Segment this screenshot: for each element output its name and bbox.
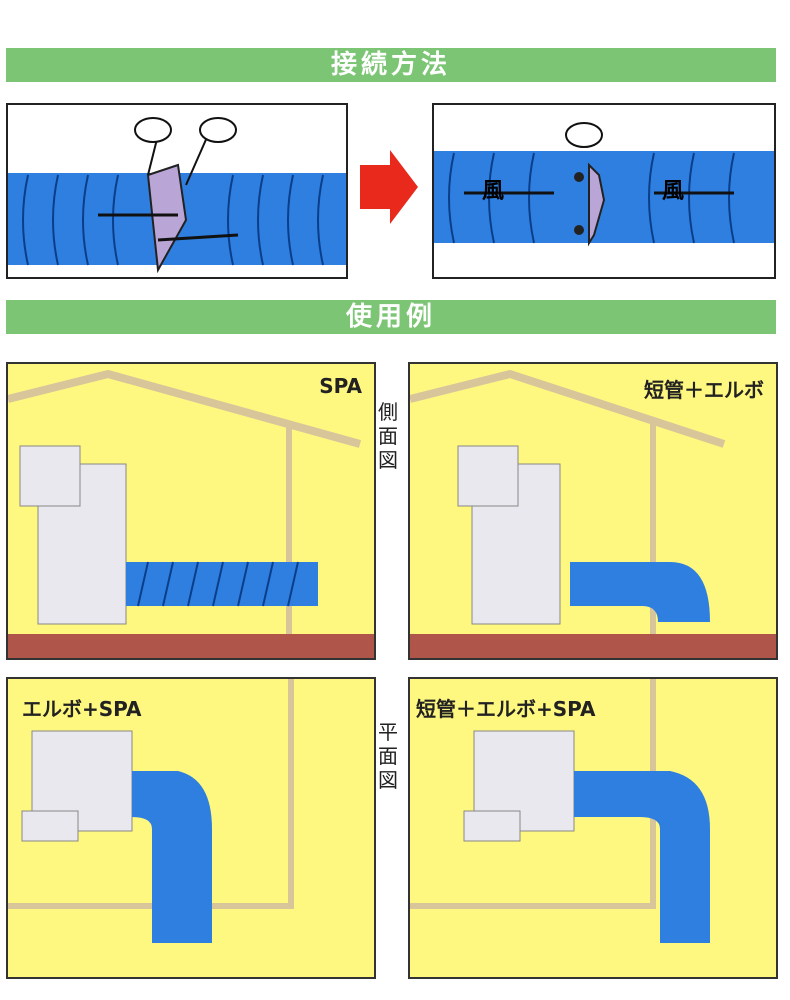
connection-method-banner: 接続方法	[6, 48, 776, 82]
wind-label-left: 風	[482, 179, 505, 204]
plan-elbow-spa-label: エルボ+SPA	[22, 697, 142, 721]
side-view-short-elbow-illustration	[410, 370, 776, 658]
duct-joining-illustration	[8, 117, 346, 274]
wind-label-right: 風	[662, 179, 685, 204]
side-view-short-elbow-panel: 短管＋エルボ	[408, 362, 778, 660]
plan-short-elbow-spa-label: 短管＋エルボ+SPA	[416, 697, 596, 721]
plan-view-short-elbow-spa-illustration	[410, 679, 710, 943]
joined-duct-illustration	[434, 122, 774, 247]
side-view-spa-illustration	[8, 370, 374, 658]
usage-example-banner: 使用例	[6, 300, 776, 334]
plan-view-elbow-spa-illustration	[8, 679, 294, 943]
plan-view-elbow-spa-panel: エルボ+SPA	[6, 677, 376, 979]
connection-step-2: 風 風	[432, 103, 776, 279]
side-view-label: 側 面 図	[378, 400, 398, 472]
connection-step-1	[6, 103, 348, 279]
usage-example-title: 使用例	[345, 302, 436, 332]
plan-view-label: 平 面 図	[378, 720, 398, 792]
plan-view-short-elbow-spa-panel: 短管＋エルボ+SPA	[408, 677, 778, 979]
side-view-spa-panel: SPA	[6, 362, 376, 660]
side-short-elbow-label: 短管＋エルボ	[644, 378, 764, 402]
connection-method-title: 接続方法	[330, 50, 451, 80]
side-spa-label: SPA	[319, 374, 362, 398]
